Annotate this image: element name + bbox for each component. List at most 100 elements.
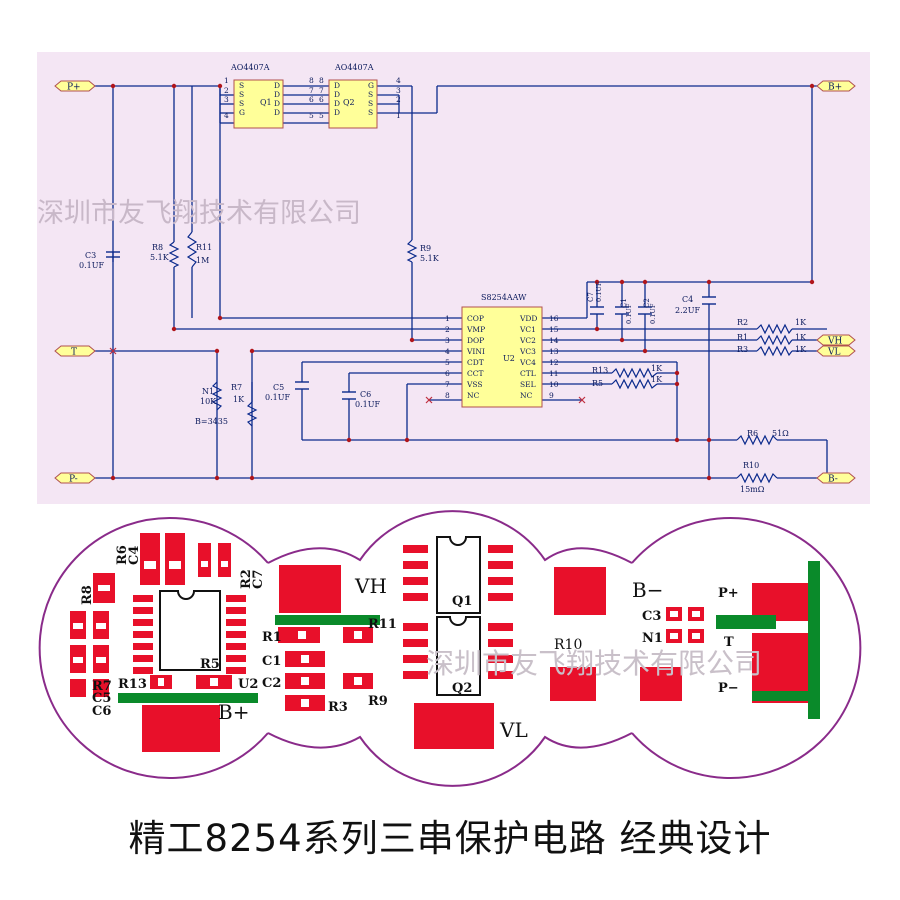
q2-pin-number: 6 <box>319 95 324 104</box>
silk-n1: N1 <box>642 631 663 646</box>
q1-pin-number: 4 <box>224 111 229 120</box>
r3-value: 1K <box>795 345 807 354</box>
q2-part: AO4407A <box>334 63 374 72</box>
q2-pin-number: 3 <box>396 86 401 95</box>
pcb-traces-right <box>716 561 820 719</box>
q1-pin-number: 1 <box>224 76 229 85</box>
q1-pin-label: D <box>274 81 280 90</box>
u2-pin-label: VC2 <box>519 336 536 345</box>
u2-pin-number: 4 <box>445 347 450 356</box>
u2-pin-number: 1 <box>445 314 450 323</box>
silk-r3: R3 <box>328 700 348 715</box>
u2-pin-number: 14 <box>549 336 559 345</box>
r3-ref: R3 <box>737 345 748 354</box>
q-silk <box>436 536 481 696</box>
u2-pin-label: CDT <box>467 358 484 367</box>
r8-ref: R8 <box>152 243 163 252</box>
capacitors <box>106 251 716 400</box>
pad-r10 <box>550 667 596 701</box>
q2-pin-label: S <box>368 108 373 117</box>
pad-holes-right <box>670 611 700 639</box>
r9-value: 5.1K <box>420 254 440 263</box>
c6-ref: C6 <box>360 390 371 399</box>
q1-silk <box>436 536 481 614</box>
q2-ref: Q2 <box>343 98 355 107</box>
port-t-label: T <box>71 348 77 358</box>
silk-r5: R5 <box>200 657 220 672</box>
q1-pin-label: D <box>274 99 280 108</box>
r1-ref: R1 <box>737 333 748 342</box>
u2-pin-number: 3 <box>445 336 450 345</box>
port-vl-flag <box>816 345 856 357</box>
u2-pin-label: VINI <box>466 347 485 356</box>
q2-pin-label: S <box>368 90 373 99</box>
q2-pin-label: D <box>334 90 340 99</box>
n1-beta: B=3435 <box>195 417 228 426</box>
q1-pin-label: D <box>274 108 280 117</box>
pad-b-plus <box>142 705 220 752</box>
trace-b-plus <box>118 693 258 703</box>
pad-c7 <box>218 543 231 577</box>
silk-r1: R1 <box>262 630 282 645</box>
silk-c5: C5 <box>92 691 111 706</box>
u2-pin-number: 12 <box>549 358 559 367</box>
u2-pin-number: 6 <box>445 369 450 378</box>
c3-ref: C3 <box>85 251 96 260</box>
port-p-plus-flag <box>54 80 96 92</box>
board-outline <box>38 510 862 787</box>
pad-c4 <box>165 533 185 585</box>
r2-ref: R2 <box>737 318 748 327</box>
u2-pin-number: 15 <box>549 325 559 334</box>
pad-r2 <box>198 543 211 577</box>
silk-u2: U2 <box>238 677 258 692</box>
u2-pin-label: SEL <box>520 380 536 389</box>
port-b-plus-flag <box>816 80 856 92</box>
resistors <box>168 231 793 484</box>
port-vl-label: VL <box>827 348 840 358</box>
r13-value: 1K <box>651 364 663 373</box>
r7-value: 1K <box>233 395 245 404</box>
silk-t: T <box>724 635 734 650</box>
port-b-plus-label: B+ <box>828 83 842 93</box>
silk-b-plus: B+ <box>218 700 249 724</box>
pad-r6 <box>140 533 160 585</box>
r10-symbol <box>736 472 778 484</box>
q2-pin-label: D <box>334 81 340 90</box>
pcb-watermark: 深圳市友飞翔技术有限公司 <box>426 647 762 680</box>
c5-value: 0.1UF <box>265 393 290 402</box>
c2-value: 0.1UF <box>649 303 657 324</box>
q1-pin-number: 7 <box>309 86 314 95</box>
no-connect-marks <box>109 347 586 404</box>
r11-ref: R11 <box>196 243 212 252</box>
silk-c2: C2 <box>262 676 281 691</box>
u2-pin-number: 2 <box>445 325 450 334</box>
u2-pin-number: 10 <box>549 380 559 389</box>
silk-p-plus: P+ <box>718 586 739 601</box>
c3-value: 0.1UF <box>79 261 104 270</box>
q-footprints <box>403 545 513 749</box>
mosfet-q2: AO4407A Q2 D D D D G S S S 8 7 6 5 4 3 2… <box>319 63 401 129</box>
q2-pin-label: S <box>368 99 373 108</box>
u2-body <box>461 306 543 408</box>
port-p-minus-flag <box>54 472 96 484</box>
silk-r6: R6 <box>115 545 130 565</box>
q1-pin-number: 3 <box>224 95 229 104</box>
silk-r9: R9 <box>368 694 388 709</box>
r5-symbol <box>611 378 658 390</box>
silk-r11: R11 <box>368 617 397 632</box>
q2-pin-number: 4 <box>396 76 401 85</box>
u2-pin-label: COP <box>467 314 484 323</box>
silk-c6: C6 <box>92 704 111 719</box>
q2-pin-number: 8 <box>319 76 324 85</box>
q2-body <box>328 79 378 129</box>
c1-ref: C1 <box>620 298 628 308</box>
pcb-pads-right <box>550 567 808 703</box>
q2-pin-number: 5 <box>319 111 324 120</box>
q2-pin-number: 2 <box>396 95 401 104</box>
r5-ref: R5 <box>592 379 603 388</box>
u2-pin-label: VC4 <box>519 358 536 367</box>
pad-c6 <box>93 679 109 697</box>
u2-pin-number: 11 <box>549 369 559 378</box>
q1-pin-number: 5 <box>309 111 314 120</box>
r10-ref: R10 <box>743 461 759 470</box>
